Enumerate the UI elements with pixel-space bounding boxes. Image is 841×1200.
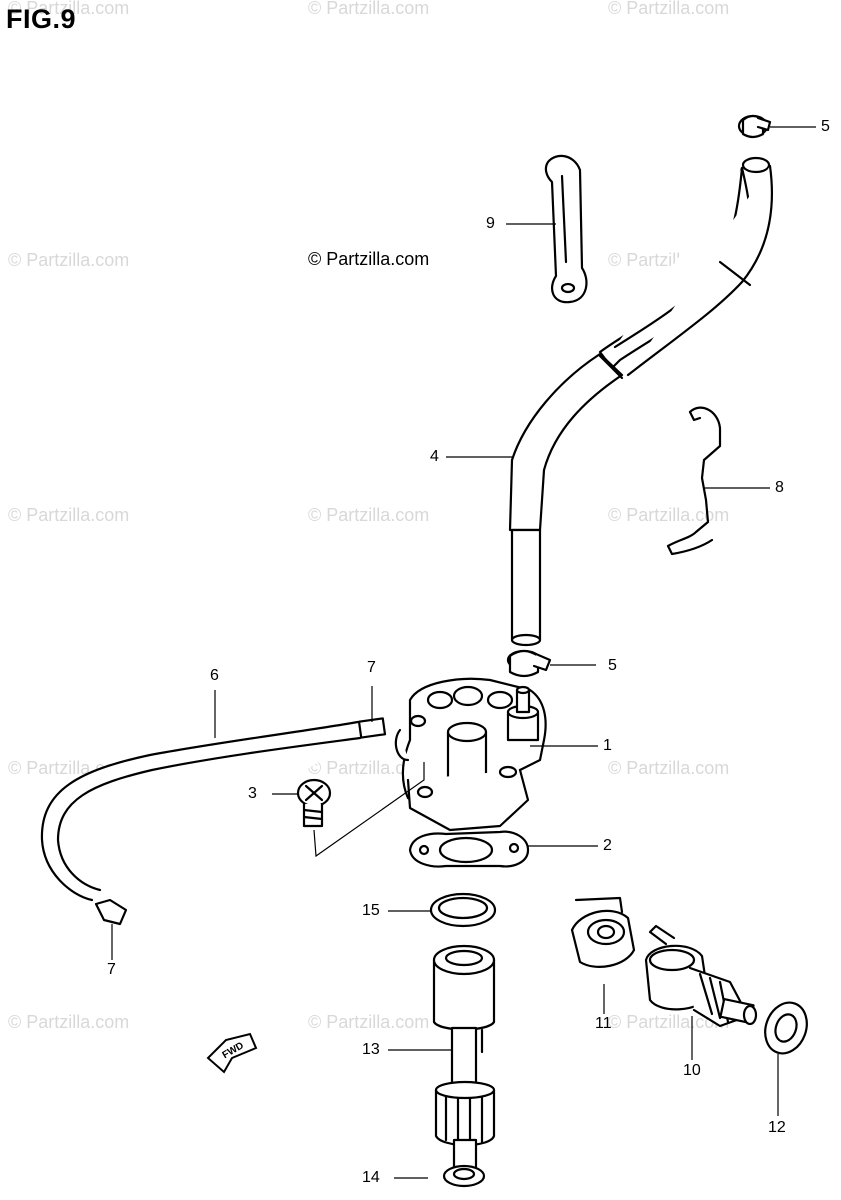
watermark: © Partzilla.com <box>8 1012 130 1032</box>
watermark: © Partzilla.com <box>608 0 730 18</box>
callout-6[interactable]: 6 <box>210 667 219 684</box>
callout-5-lower[interactable]: 5 <box>608 657 617 674</box>
callout-1[interactable]: 1 <box>603 737 612 754</box>
callout-8[interactable]: 8 <box>775 479 784 496</box>
callout-15[interactable]: 15 <box>362 902 380 919</box>
water-hose[interactable] <box>508 156 773 647</box>
watermark: © Partzilla.com <box>8 505 130 525</box>
leader-lines <box>111 126 816 1179</box>
copyright-notice: © Partzilla.com <box>308 249 430 269</box>
o-ring[interactable] <box>429 892 497 928</box>
pinion-shaft[interactable] <box>644 924 758 1028</box>
watermark: © Partzilla.com <box>608 505 730 525</box>
watermark: © Partzilla.com <box>8 0 130 18</box>
callout-2[interactable]: 2 <box>603 837 612 854</box>
oil-seal[interactable] <box>758 997 813 1060</box>
watermark: © Partzilla.com <box>308 758 430 778</box>
figure-title: FIG.9 <box>6 4 77 34</box>
wire-clip[interactable] <box>666 406 722 556</box>
watermark: © Partzilla.com <box>608 758 730 778</box>
hose-fitting-lower[interactable] <box>94 898 128 926</box>
callout-7-lower[interactable]: 7 <box>107 961 116 978</box>
callout-10[interactable]: 10 <box>683 1062 701 1079</box>
oil-pump-body[interactable] <box>394 677 547 832</box>
bushing[interactable] <box>570 896 636 968</box>
callout-3[interactable]: 3 <box>248 785 257 802</box>
callout-12[interactable]: 12 <box>768 1119 786 1136</box>
hose-fitting-upper[interactable] <box>357 717 387 739</box>
watermark: © Partzilla.com <box>608 1012 730 1032</box>
forward-arrow-icon: FWD <box>206 1032 258 1074</box>
callout-11[interactable]: 11 <box>595 1015 612 1032</box>
callout-7-upper[interactable]: 7 <box>367 659 376 676</box>
callout-14[interactable]: 14 <box>362 1169 380 1186</box>
screw[interactable] <box>296 778 332 828</box>
bracket[interactable] <box>544 154 588 304</box>
callout-5-top[interactable]: 5 <box>821 118 830 135</box>
watermark: © Partzilla.com <box>8 250 130 270</box>
hose-clamp-top[interactable] <box>737 114 772 139</box>
drain-hose[interactable] <box>40 720 362 902</box>
watermark: © Partzilla.com <box>308 1012 430 1032</box>
hose-clamp-lower[interactable] <box>506 649 552 678</box>
callout-4[interactable]: 4 <box>430 448 439 465</box>
callout-13[interactable]: 13 <box>362 1041 380 1058</box>
callout-9[interactable]: 9 <box>486 215 495 232</box>
watermark: © Partzilla.com <box>308 0 430 18</box>
washer[interactable] <box>442 1164 486 1188</box>
watermark: © Partzilla.com <box>308 505 430 525</box>
gear-shaft[interactable] <box>432 944 496 1172</box>
gasket[interactable] <box>408 830 530 868</box>
